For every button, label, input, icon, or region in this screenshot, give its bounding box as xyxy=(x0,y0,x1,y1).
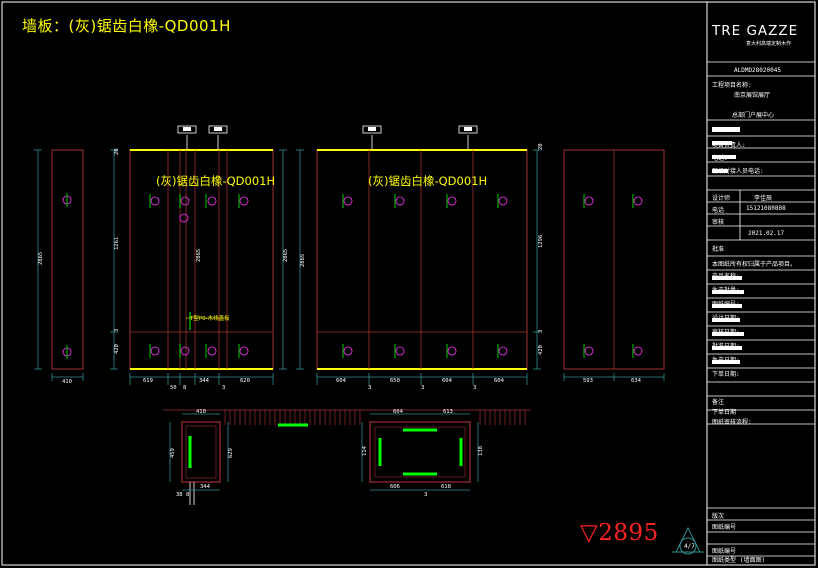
tb-row-7-val: 15121080808 xyxy=(746,205,786,212)
dim-elev1-right: 2865 xyxy=(283,249,289,262)
dim-elev1-w2: 50 xyxy=(170,385,177,391)
tb-row-12: 产品名称: xyxy=(712,273,740,280)
tb-row-11: 本图纸所有权归属于产品项目。 xyxy=(712,261,797,268)
dim-elev2-w5: 604 xyxy=(442,378,453,384)
tb-code: ALDMD28020045 xyxy=(734,67,781,74)
dim-plan2-left: 114 xyxy=(362,445,368,456)
dim-plan1-left: 459 xyxy=(170,448,176,458)
tb-row-17: 批准日期: xyxy=(712,343,740,350)
dim-plan1-bottom: 344 xyxy=(200,484,211,490)
dim-plan1-top: 410 xyxy=(196,409,206,415)
dim-elev2-w6: 3 xyxy=(473,385,476,391)
dim-elev2-w7: 604 xyxy=(494,378,505,384)
dim-right-w2: 634 xyxy=(631,378,642,384)
dim-left-side-width: 410 xyxy=(62,379,72,385)
tb-row-19: 下单日期: xyxy=(712,371,740,378)
dim-right-w1: 593 xyxy=(583,378,593,384)
dim-elev2-w3: 650 xyxy=(390,378,400,384)
dim-elev1-b1: 3 xyxy=(114,329,120,332)
dim-plan2-top1: 604 xyxy=(393,409,404,415)
elevation-2 xyxy=(296,125,541,385)
dim-elev2-w1: 604 xyxy=(336,378,347,384)
tb-row-21: 下单日期 xyxy=(712,409,737,416)
dim-elev1-w3: 344 xyxy=(199,378,210,384)
brand-logo: TRE GAZZE xyxy=(712,23,799,39)
panel-label-1: (灰)锯齿白橡-QD001H xyxy=(156,174,276,188)
dim-elev2-left-h: 2865 xyxy=(300,254,306,267)
tb-row-24: 图纸编号 xyxy=(712,524,737,531)
elevation-mark: ▽2895 xyxy=(580,520,659,546)
sheet-marker xyxy=(672,526,704,555)
tb-row-10: 批准 xyxy=(712,246,725,253)
tb-row-20: 备注 xyxy=(712,399,725,406)
dim-elev1-mid: 1261 xyxy=(114,237,120,250)
dim-elev1-b2: 420 xyxy=(114,344,120,354)
tb-row-26-val: (墙面图) xyxy=(740,557,766,564)
tb-row-8: 审核 xyxy=(712,219,725,226)
panel-label-2: (灰)锯齿白橡-QD001H xyxy=(368,174,488,188)
sheet-number: 4/7 xyxy=(684,543,695,550)
drawing-title: 墙板：(灰)锯齿白橡-QD001H xyxy=(22,17,231,35)
tb-row-6: 设计师 xyxy=(712,195,731,202)
tb-row-18: 生产日期: xyxy=(712,357,740,364)
dim-plan1-right: 629 xyxy=(228,448,234,458)
dim-elev2-b1: 3 xyxy=(538,330,544,333)
tb-row-4: 电话: xyxy=(712,155,728,162)
tb-row-3: 项目负责人: xyxy=(712,142,746,149)
tb-row-25: 图纸编号 xyxy=(712,548,737,555)
dim-elev2-w4: 3 xyxy=(421,385,424,391)
dim-left-height: 2865 xyxy=(38,252,44,265)
dim-plan2-top2: 613 xyxy=(443,409,453,415)
dim-plan2-bottom2: 618 xyxy=(441,484,451,490)
dim-elev1-sub: 8 xyxy=(183,385,186,391)
tb-row-5: 现场对接人员电话: xyxy=(712,168,764,175)
title-block-fill-bars xyxy=(712,127,744,364)
brand-subtitle: 意大利高端定制木作 xyxy=(746,41,792,47)
right-side-view xyxy=(563,149,665,381)
dim-elev1-top: 20 xyxy=(114,148,120,155)
dim-plan1-b3: 38 xyxy=(176,492,183,498)
elevation-1 xyxy=(110,125,287,385)
tb-row-0: 工程项目名称: xyxy=(712,82,752,89)
dim-elev1-mid2: 2865 xyxy=(196,249,202,262)
plan-section xyxy=(163,409,530,505)
dim-elev2-top: 20 xyxy=(538,143,544,150)
dim-elev2-b2: 420 xyxy=(538,345,544,355)
tb-row-22: 图纸审核流程: xyxy=(712,419,752,426)
tb-row-9-val: 2021.02.17 xyxy=(748,230,785,237)
dim-plan2-mid: 3 xyxy=(424,492,427,498)
tb-row-14: 图纸编号: xyxy=(712,301,740,308)
tb-row-26: 图纸类型 xyxy=(712,557,737,564)
tb-row-2-val: 总部门户展中心 xyxy=(732,112,775,119)
dim-elev1-w5: 620 xyxy=(240,378,250,384)
dim-elev2-mid: 1296 xyxy=(538,235,544,248)
tb-row-23: 版次 xyxy=(712,513,725,520)
title-block-grid xyxy=(707,61,815,557)
tb-row-6-val: 李佳辰 xyxy=(754,195,773,202)
tb-row-13: 生产批量: xyxy=(712,287,740,294)
tb-row-16: 审核日期: xyxy=(712,329,740,336)
detail-label: T型P0-木线盖板 xyxy=(189,314,230,322)
dim-plan2-right: 138 xyxy=(478,446,484,456)
left-side-view xyxy=(34,149,84,381)
dim-plan1-b2: 8 xyxy=(186,492,189,498)
tb-row-15: 设计日期: xyxy=(712,315,740,322)
dim-elev1-w4: 3 xyxy=(222,385,225,391)
dim-elev2-w2: 3 xyxy=(368,385,371,391)
dim-plan2-bottom1: 606 xyxy=(390,484,400,490)
tb-row-7: 电话 xyxy=(712,207,725,214)
dim-elev1-w1: 619 xyxy=(143,378,153,384)
tb-row-1-val: 南京展馆展厅 xyxy=(734,92,771,99)
